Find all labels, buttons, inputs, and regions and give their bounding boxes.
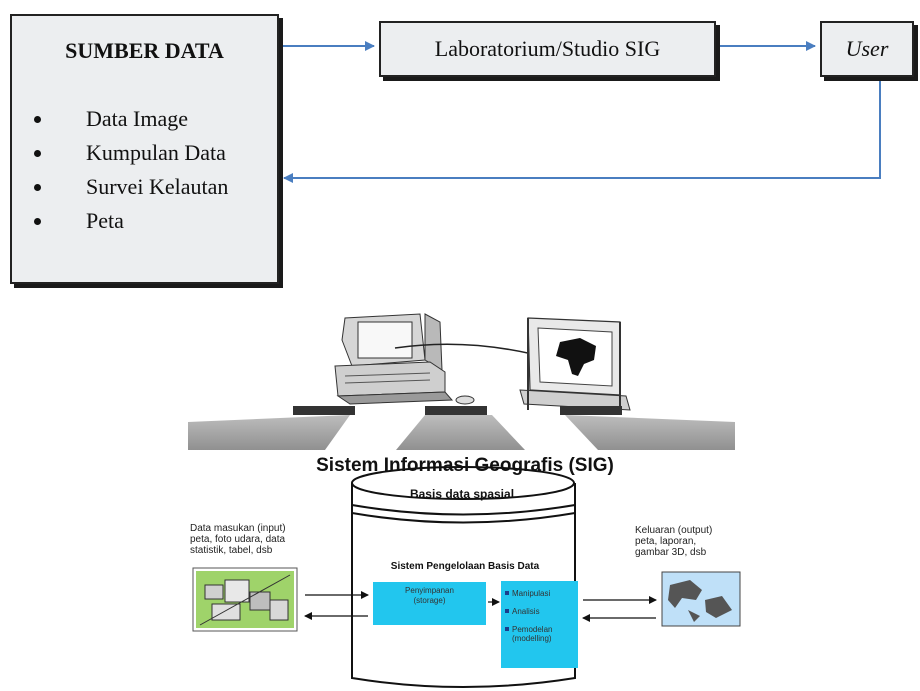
list-item: Pemodelan (modelling) (505, 625, 578, 643)
source-data-title: SUMBER DATA (65, 38, 224, 63)
user-box: User (820, 21, 914, 77)
input-data-icon (192, 567, 298, 632)
flow-arrows (282, 41, 881, 183)
lab-studio-label: Laboratorium/Studio SIG (434, 36, 661, 61)
database-title: Basis data spasial (409, 487, 515, 501)
list-item: Analisis (505, 607, 578, 625)
input-label-line: peta, foto udara, data (190, 534, 286, 545)
user-label: User (845, 36, 889, 61)
list-item: Manipulasi (505, 589, 578, 607)
source-data-box: SUMBER DATA Data Image Kumpulan Data Sur… (10, 14, 279, 284)
operations-list: Manipulasi Analisis Pemodelan (modelling… (505, 589, 578, 643)
list-item: Peta (30, 204, 228, 238)
input-label-line: Data masukan (input) (190, 523, 286, 534)
output-label-line: gambar 3D, dsb (635, 547, 707, 558)
output-map-icon (661, 571, 741, 627)
source-data-list: Data Image Kumpulan Data Survei Kelautan… (30, 102, 228, 238)
storage-label-line: Penyimpanan (405, 586, 454, 595)
list-item: Kumpulan Data (30, 136, 228, 170)
input-label-line: statistik, tabel, dsb (190, 545, 273, 556)
storage-label: Penyimpanan (storage) (373, 586, 486, 606)
dbms-title: Sistem Pengelolaan Basis Data (390, 561, 540, 572)
output-label: Keluaran (output) peta, laporan, gambar … (635, 525, 765, 558)
storage-box: Penyimpanan (storage) (373, 582, 486, 625)
output-label-line: Keluaran (output) (635, 525, 713, 536)
sig-title: Sistem Informasi Geografis (SIG) (316, 455, 614, 476)
storage-label-line: (storage) (413, 596, 446, 605)
output-label-line: peta, laporan, (635, 536, 697, 547)
arrow-user-to-source (283, 80, 881, 183)
computer-icon (334, 313, 475, 405)
list-item: Survei Kelautan (30, 170, 228, 204)
lab-studio-box: Laboratorium/Studio SIG (379, 21, 716, 77)
input-label: Data masukan (input) peta, foto udara, d… (190, 523, 330, 556)
display-board-icon (519, 317, 631, 412)
operations-box: Manipulasi Analisis Pemodelan (modelling… (501, 581, 578, 668)
list-item: Data Image (30, 102, 228, 136)
